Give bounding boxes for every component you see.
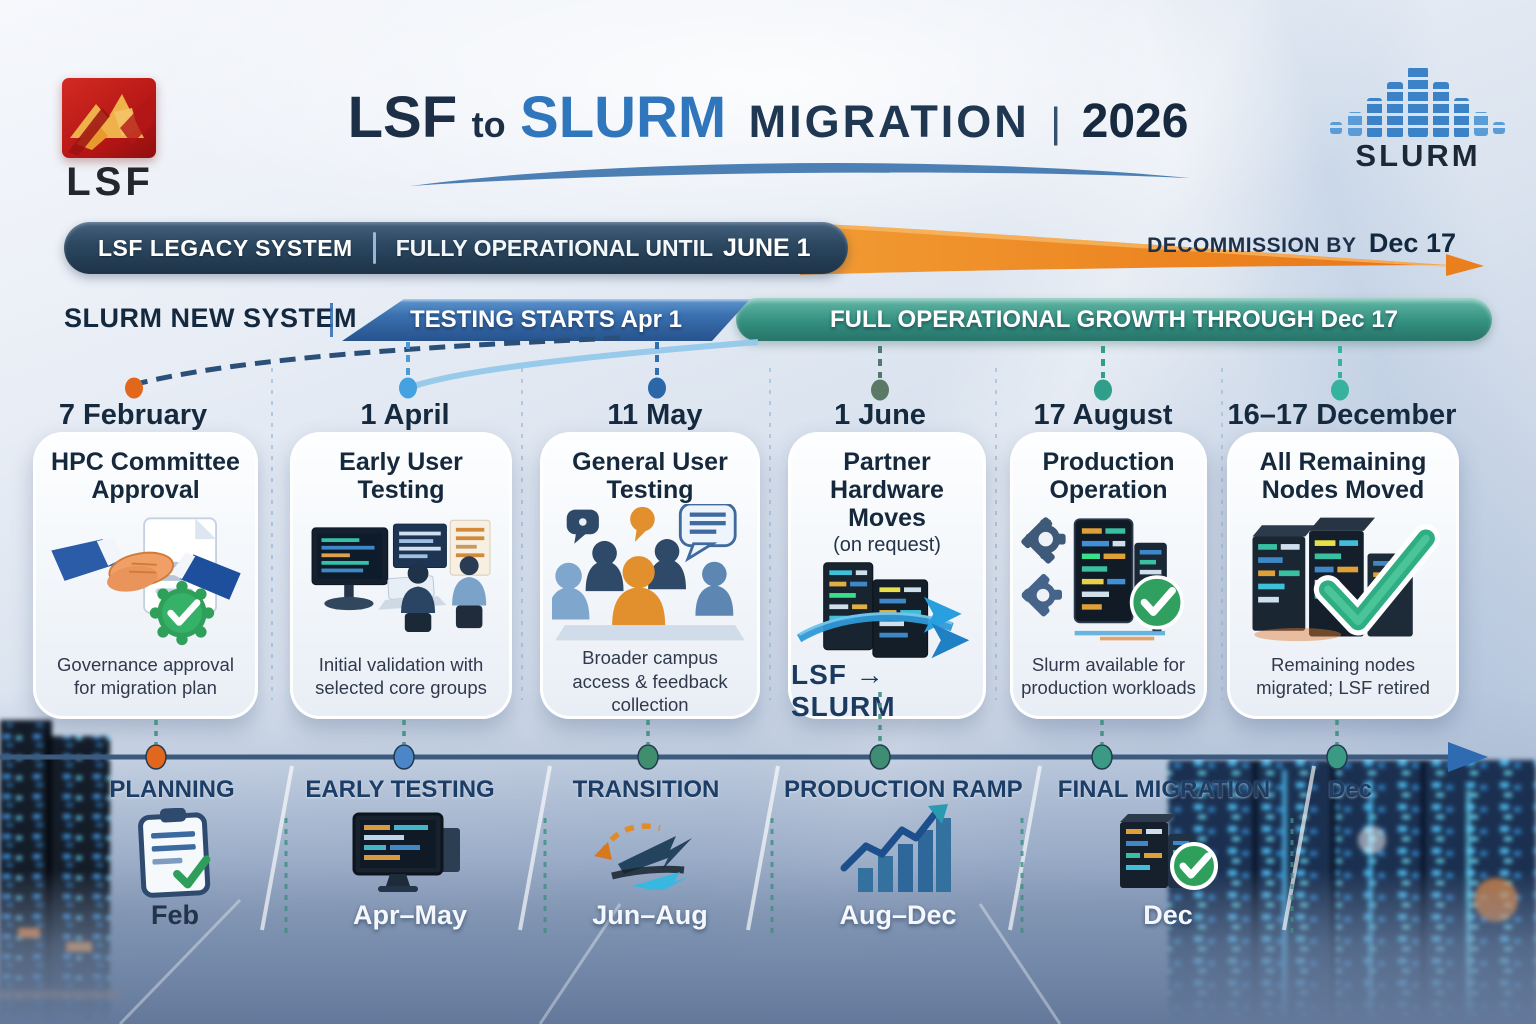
phase-period-feb: Feb [150,900,199,930]
server-check-icon [1120,814,1218,890]
gear-icon [1021,574,1062,617]
card-description: Initial validation with selected core gr… [315,653,487,699]
title-underline-swoosh [410,163,1190,186]
gears-server-check-icon [1020,517,1184,641]
card-title: Partner Hardware Moves [830,448,944,532]
growth-bar-chart-icon [840,804,951,892]
title-divider: | [1050,99,1062,146]
lsf-legacy-bar: LSF LEGACY SYSTEM FULLY OPERATIONAL UNTI… [64,222,848,274]
milestone-date-2: 1 April [360,399,450,431]
slurm-label-divider [330,303,333,337]
title-year: 2026 [1081,95,1189,148]
milestone-dot-april [399,377,417,399]
milestone-dot-august [1094,379,1112,401]
decommission-note: DECOMMISSION BY Dec 17 [1108,228,1456,259]
card-description: Remaining nodes migrated; LSF retired [1256,653,1430,699]
slurm-testing-bar: TESTING STARTS Apr 1 [342,299,750,341]
card-title: General User Testing [572,448,728,504]
milestone-card-early-user-testing: Early User Testing [290,432,512,719]
lsf-legacy-label: LSF LEGACY SYSTEM [98,234,353,261]
card-title: HPC Committee Approval [51,448,240,504]
phase-name-dec-end: Dec [1327,776,1373,803]
slurm-new-system-label: SLURM NEW SYSTEM [64,303,358,333]
lsf-status-text: FULLY OPERATIONAL UNTIL [395,234,714,261]
title-migration: MIGRATION [748,96,1030,147]
milestone-dot-december [1331,379,1349,401]
lsf-status-date: JUNE 1 [723,233,811,262]
phase-period-aug-dec: Aug–Dec [839,900,957,930]
clipboard-check-icon [138,808,211,898]
decommission-prefix: DECOMMISSION BY [1147,234,1357,257]
page-title: LSF to SLURM MIGRATION | 2026 [0,84,1536,151]
servers-big-checkmark-icon [1252,517,1441,642]
lsf-to-slurm-label: LSF → SLURM [791,659,896,722]
title-lsf: LSF [347,85,458,150]
milestone-dot-feb [125,377,143,399]
speech-bubble-icon [630,506,655,542]
server-room-backdrop [0,690,1536,1024]
milestone-dot-may [648,377,666,399]
approval-badge-icon [149,581,214,646]
phase-name-early-testing: EARLY TESTING [305,776,495,803]
title-to: to [471,104,506,145]
slurm-logo-icon [1330,66,1505,138]
user-group-speech-bubbles-icon [552,504,745,641]
phase-name-production-ramp: PRODUCTION RAMP [784,776,1023,803]
card-description: Slurm available for production workloads [1021,653,1196,699]
card-title: Production Operation [1042,448,1175,504]
milestone-date-6: 16–17 December [1227,399,1457,431]
card-subtitle: (on request) [833,534,941,556]
slurm-logo-wordmark: SLURM [1355,138,1481,173]
phase-period-dec: Dec [1143,900,1193,930]
card-description: Governance approval for migration plan [57,653,234,699]
curve-to-april [413,339,759,389]
milestone-dot-june [871,379,889,401]
milestone-card-hpc-approval: HPC Committee Approval [33,432,258,719]
slurm-growth-bar: FULL OPERATIONAL GROWTH THROUGH Dec 17 [736,298,1492,341]
phase-name-final-migration: FINAL MIGRATION [1057,776,1271,803]
title-slurm: SLURM [520,85,727,150]
phase-period-apr-may: Apr–May [352,900,468,930]
monitor-code-icon [352,812,460,892]
milestone-card-all-nodes-moved: All Remaining Nodes Moved [1227,432,1459,719]
lsf-logo-mark-icon [68,94,154,156]
milestone-date-3: 11 May [607,399,703,431]
growth-bar-text: FULL OPERATIONAL GROWTH THROUGH Dec 17 [829,305,1399,333]
milestone-date-4: 1 June [834,399,926,431]
dashed-curve-to-feb [135,335,621,387]
gear-icon [1020,517,1066,564]
speech-bubble-icon [678,504,737,563]
handshake-document-check-icon [50,517,241,646]
users-at-workstations-icon [311,520,491,633]
phase-period-jun-aug: Jun–Aug [592,900,708,930]
testing-bar-text: TESTING STARTS Apr 1 [409,306,682,333]
milestone-card-production-operation: Production Operation [1010,432,1207,719]
server-room-art [0,720,1536,1024]
phase-name-transition: TRANSITION [572,776,720,803]
milestone-card-general-user-testing: General User Testing [540,432,760,719]
exchange-arrows-icon [594,823,692,890]
bar-divider [372,232,376,264]
milestone-card-partner-hardware-moves: Partner Hardware Moves (on request) [788,432,986,722]
lsf-logo-wordmark: LSF [66,160,154,204]
milestone-date-5: 17 August [1033,399,1173,431]
card-title: All Remaining Nodes Moved [1259,448,1427,504]
server-racks-migration-arrows-icon [797,562,970,659]
lsf-logo [62,78,156,158]
decommission-date: Dec 17 [1368,228,1456,258]
speech-bubble-icon [566,509,599,544]
phase-name-planning: PLANNING [109,776,235,803]
milestone-date-1: 7 February [58,399,208,431]
card-title: Early User Testing [339,448,463,504]
card-description: Broader campus access & feedback collect… [572,647,728,716]
